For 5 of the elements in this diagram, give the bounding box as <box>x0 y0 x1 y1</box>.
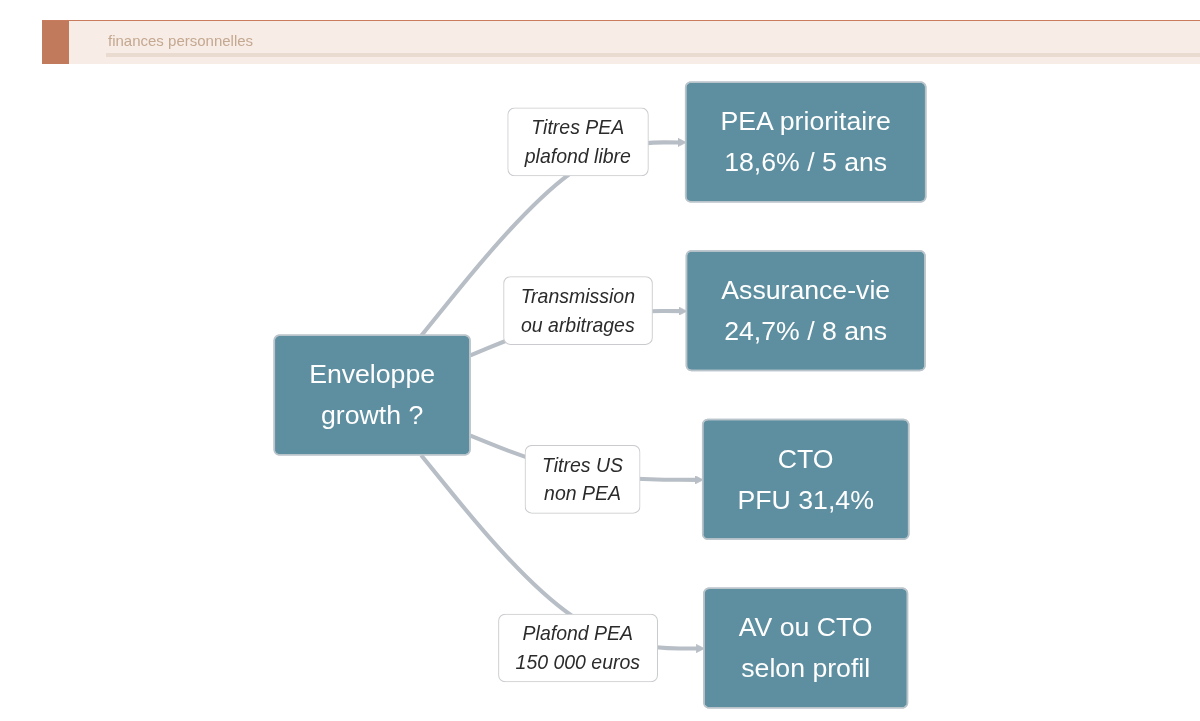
edge-label: Titres PEA plafond libre <box>524 116 631 167</box>
edge-label: Transmission ou arbitrages <box>520 285 635 336</box>
tagline-text: finances personnelles <box>108 32 254 49</box>
edge-label: Titres US non PEA <box>542 454 624 504</box>
edge-label: Plafond PEA 150 000 euros <box>515 622 641 673</box>
